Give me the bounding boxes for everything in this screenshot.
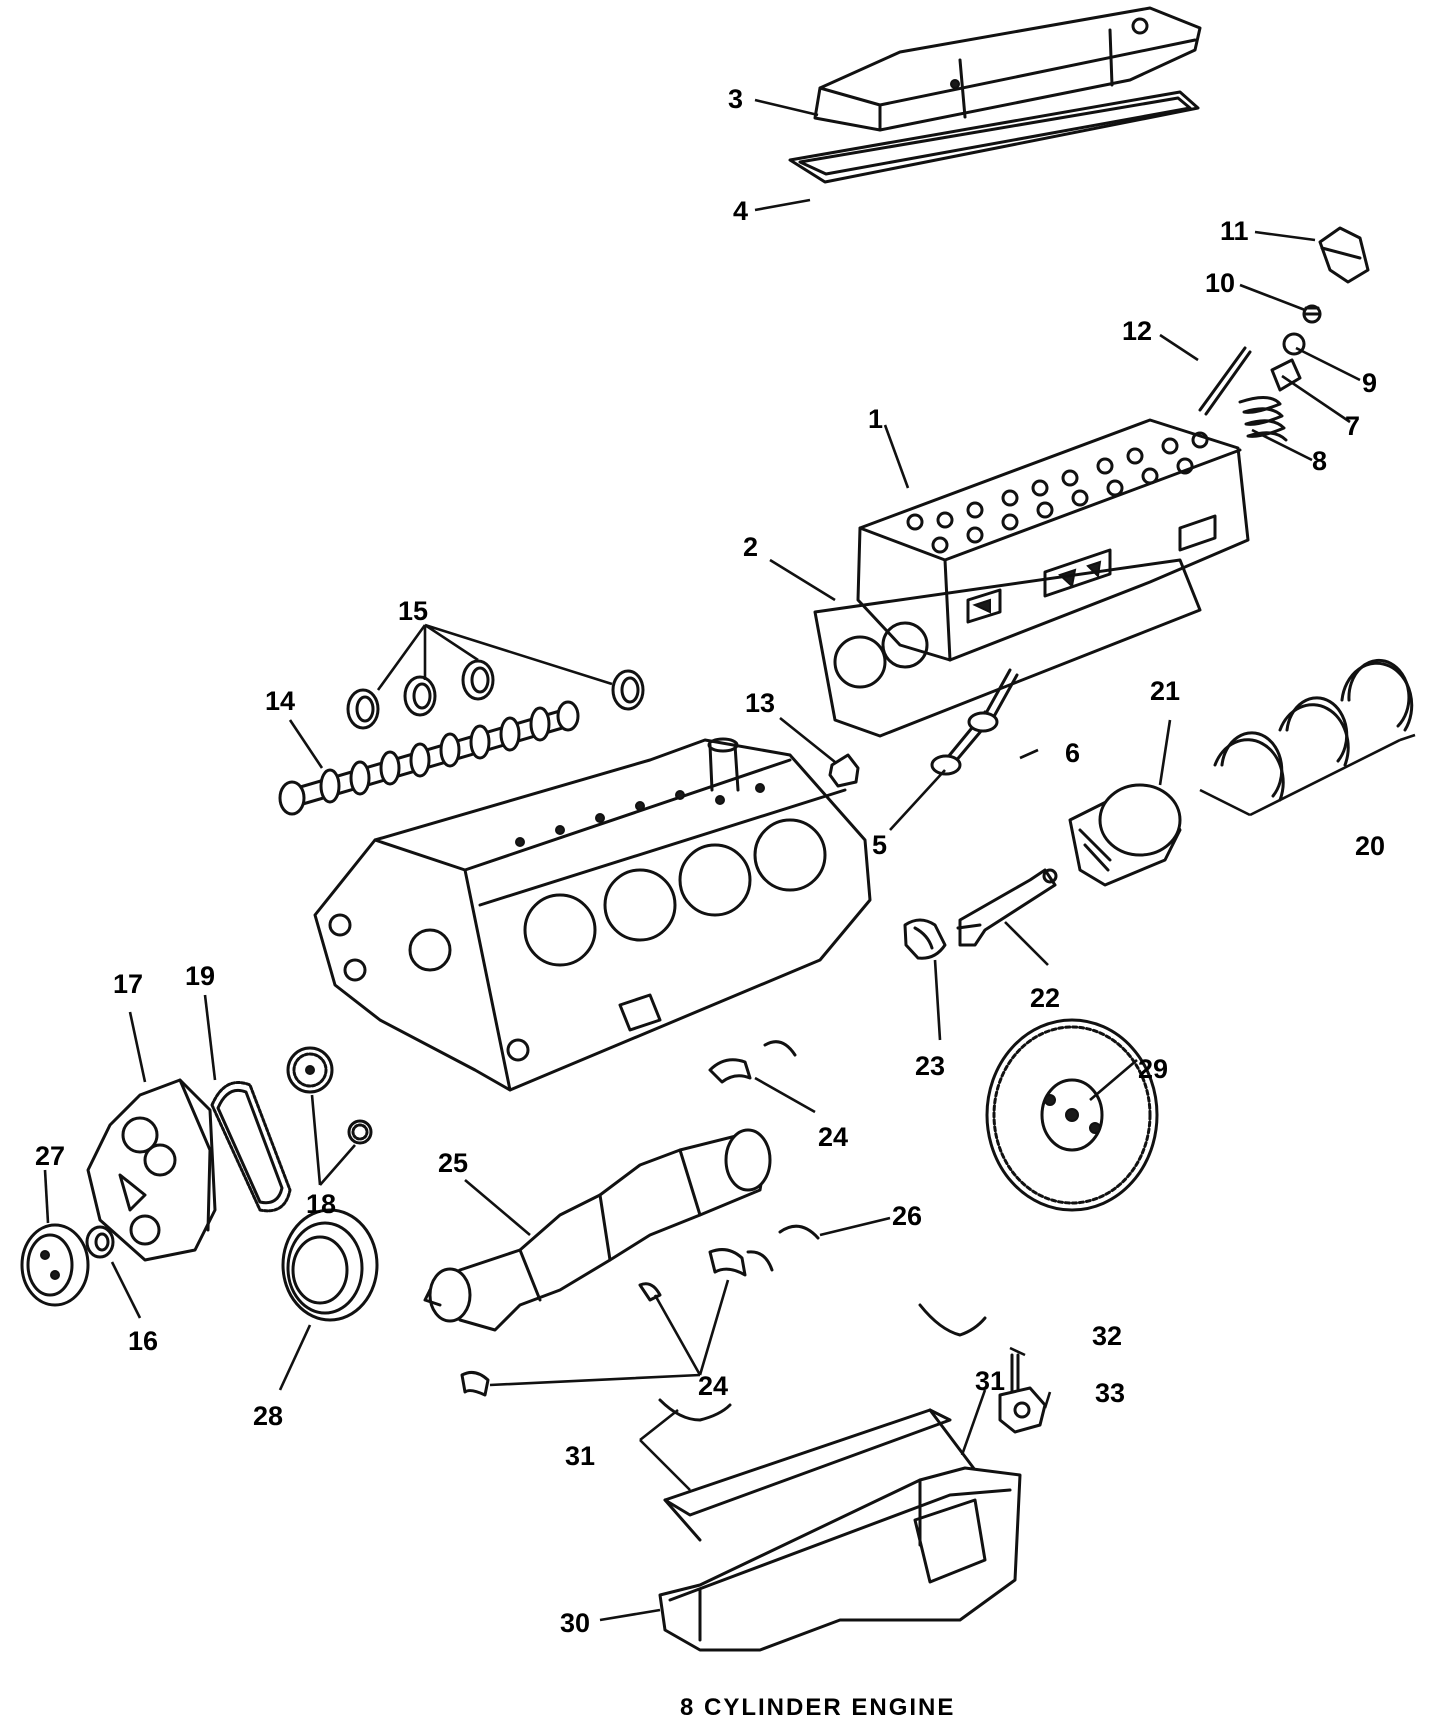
callout-24b: 24: [698, 1371, 728, 1401]
main-bearing-upper: [708, 1040, 797, 1084]
callout-8: 8: [1312, 446, 1327, 476]
oil-pan: [658, 1466, 1022, 1652]
oil-pan-gasket: [663, 1408, 977, 1542]
callout-26: 26: [892, 1201, 922, 1231]
callout-10: 10: [1205, 268, 1235, 298]
oil-pump-shaft: [1010, 1353, 1020, 1394]
thrust-bearing: [778, 1224, 820, 1240]
callout-29: 29: [1138, 1054, 1168, 1084]
exhaust-valve: [930, 710, 994, 776]
callout-21: 21: [1150, 676, 1180, 706]
callout-13: 13: [745, 688, 775, 718]
callout-32: 32: [1092, 1321, 1122, 1351]
crank-sprocket: [347, 1119, 373, 1145]
callout-12: 12: [1122, 316, 1152, 346]
callout-22: 22: [1030, 983, 1060, 1013]
timing-chain: [210, 1081, 292, 1213]
valve-cover-gasket: [788, 90, 1200, 184]
callout-25: 25: [438, 1148, 468, 1178]
callout-31b: 31: [975, 1366, 1005, 1396]
callout-6: 6: [1065, 738, 1080, 768]
callout-5: 5: [872, 830, 887, 860]
piston-rings: [1213, 658, 1414, 802]
callout-15: 15: [398, 596, 428, 626]
callout-23: 23: [915, 1051, 945, 1081]
timing-cover: [86, 1078, 217, 1262]
callout-27: 27: [35, 1141, 65, 1171]
piston: [1068, 783, 1182, 887]
callout-3: 3: [728, 84, 743, 114]
engine-block: [313, 737, 872, 1092]
callout-33: 33: [1095, 1378, 1125, 1408]
crankshaft-pulley: [281, 1208, 379, 1322]
callout-20: 20: [1355, 831, 1385, 861]
rear-main-seal: [658, 1303, 987, 1422]
rocker-ball: [1302, 304, 1322, 324]
callout-19: 19: [185, 961, 215, 991]
valve-cover: [813, 6, 1202, 132]
crankshaft: [423, 1128, 772, 1332]
valve-spring: [1238, 396, 1288, 442]
callout-2: 2: [743, 532, 758, 562]
callout-28: 28: [253, 1401, 283, 1431]
head-gasket: [813, 558, 1202, 738]
connecting-rod: [956, 868, 1058, 947]
main-bearing-lower: [460, 1248, 774, 1397]
rocker-arm: [1318, 226, 1370, 284]
callout-1: 1: [868, 404, 883, 434]
push-rod: [1198, 346, 1252, 416]
diagram-caption: 8 CYLINDER ENGINE: [680, 1694, 955, 1721]
callout-9: 9: [1362, 368, 1377, 398]
expansion-plug: [828, 753, 860, 788]
leader-lines: [43, 98, 1416, 1622]
callout-4: 4: [733, 196, 748, 226]
callout-18: 18: [306, 1189, 336, 1219]
callout-24a: 24: [818, 1122, 848, 1152]
water-pump-pulley: [20, 1223, 90, 1307]
valve-spring-retainer: [1270, 358, 1302, 392]
callout-16: 16: [128, 1326, 158, 1356]
callout-7: 7: [1345, 411, 1360, 441]
cam-sprocket: [286, 1046, 334, 1094]
intake-valve: [967, 668, 1019, 733]
cylinder-head: [856, 418, 1250, 662]
camshaft: [278, 700, 580, 816]
callout-14: 14: [265, 686, 295, 716]
callout-31a: 31: [565, 1441, 595, 1471]
rod-bearing: [903, 918, 947, 960]
oil-pump: [998, 1386, 1047, 1434]
front-seal: [85, 1225, 115, 1259]
cam-bearings: [346, 659, 645, 730]
flexplate: [985, 1018, 1159, 1212]
callout-11: 11: [1220, 216, 1249, 246]
callout-17: 17: [113, 969, 143, 999]
callout-30: 30: [560, 1608, 590, 1638]
callouts: 1 2 3 4 5 6 7 8 9 10 11 12 13 14 15 16 1…: [35, 84, 1385, 1638]
